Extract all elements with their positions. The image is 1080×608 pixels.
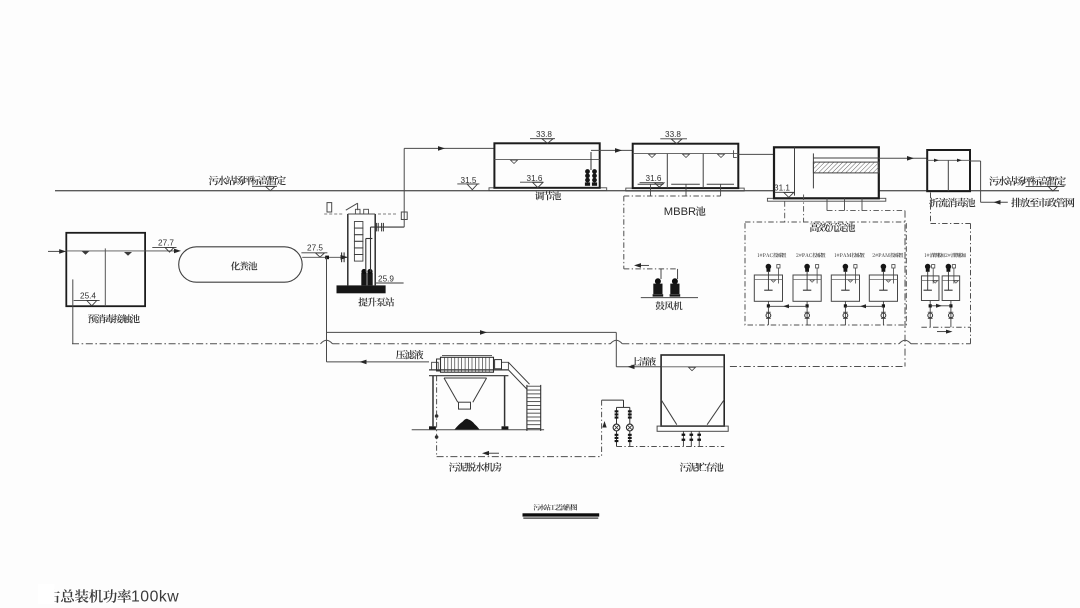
svg-text:31.5: 31.5	[461, 176, 477, 185]
svg-text:25.9: 25.9	[378, 274, 394, 283]
svg-text:33.8: 33.8	[665, 130, 681, 139]
svg-text:31.6: 31.6	[646, 174, 662, 183]
svg-text:25.4: 25.4	[80, 292, 96, 301]
svg-text:MBBR: MBBR	[664, 206, 696, 218]
svg-text:27.7: 27.7	[158, 239, 174, 248]
svg-text:31.6: 31.6	[527, 174, 543, 183]
svg-text:27.5: 27.5	[307, 243, 323, 252]
svg-text:31.1: 31.1	[774, 184, 790, 193]
svg-text:33.8: 33.8	[536, 130, 552, 139]
svg-text:100kw: 100kw	[131, 589, 179, 606]
